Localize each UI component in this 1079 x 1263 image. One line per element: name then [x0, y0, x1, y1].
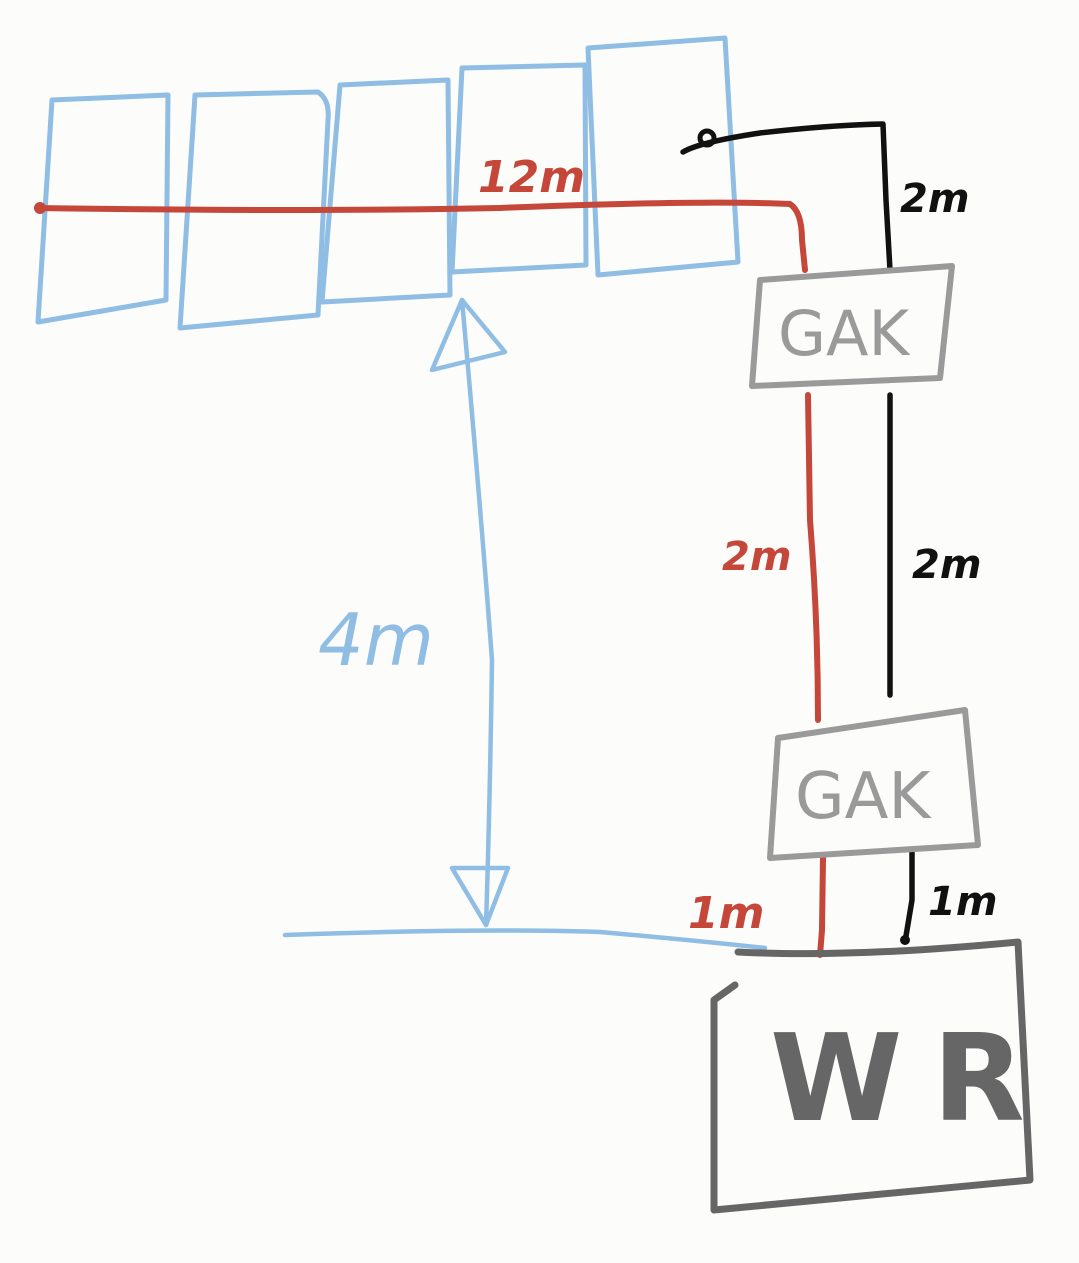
height-label: 4m — [318, 598, 434, 682]
solar-panel-5 — [585, 35, 741, 278]
dimension-line — [459, 297, 495, 928]
black-cable-length-top: 2m — [900, 176, 970, 222]
inverter-label: WR — [770, 1010, 1055, 1149]
solar-panel-4 — [449, 62, 589, 275]
black-cable-length-bottom: 1m — [928, 879, 998, 925]
solar-panel-2 — [177, 89, 331, 331]
solar-panel-1 — [35, 92, 171, 325]
red-cable-length-top: 12m — [478, 152, 585, 203]
red-cable — [35, 199, 826, 958]
solar-panel-row — [35, 35, 741, 331]
gak-box-upper — [749, 263, 955, 389]
inverter-box — [710, 938, 1034, 1214]
red-cable-end — [34, 202, 46, 214]
ground-line — [282, 928, 768, 951]
solar-panel-3 — [319, 77, 453, 305]
black-cable-end — [697, 128, 717, 148]
arrow-head-up — [429, 297, 508, 373]
height-dimension — [282, 297, 768, 951]
black-cable-length-mid: 2m — [912, 542, 982, 588]
red-cable-length-mid: 2m — [722, 534, 792, 580]
red-cable-length-bottom: 1m — [688, 888, 764, 939]
gak-box-lower — [767, 707, 981, 861]
gak-label-lower: GAK — [795, 760, 932, 834]
arrow-head-down — [449, 865, 511, 928]
black-cable-terminal — [900, 935, 910, 945]
gak-label-upper: GAK — [778, 297, 910, 370]
